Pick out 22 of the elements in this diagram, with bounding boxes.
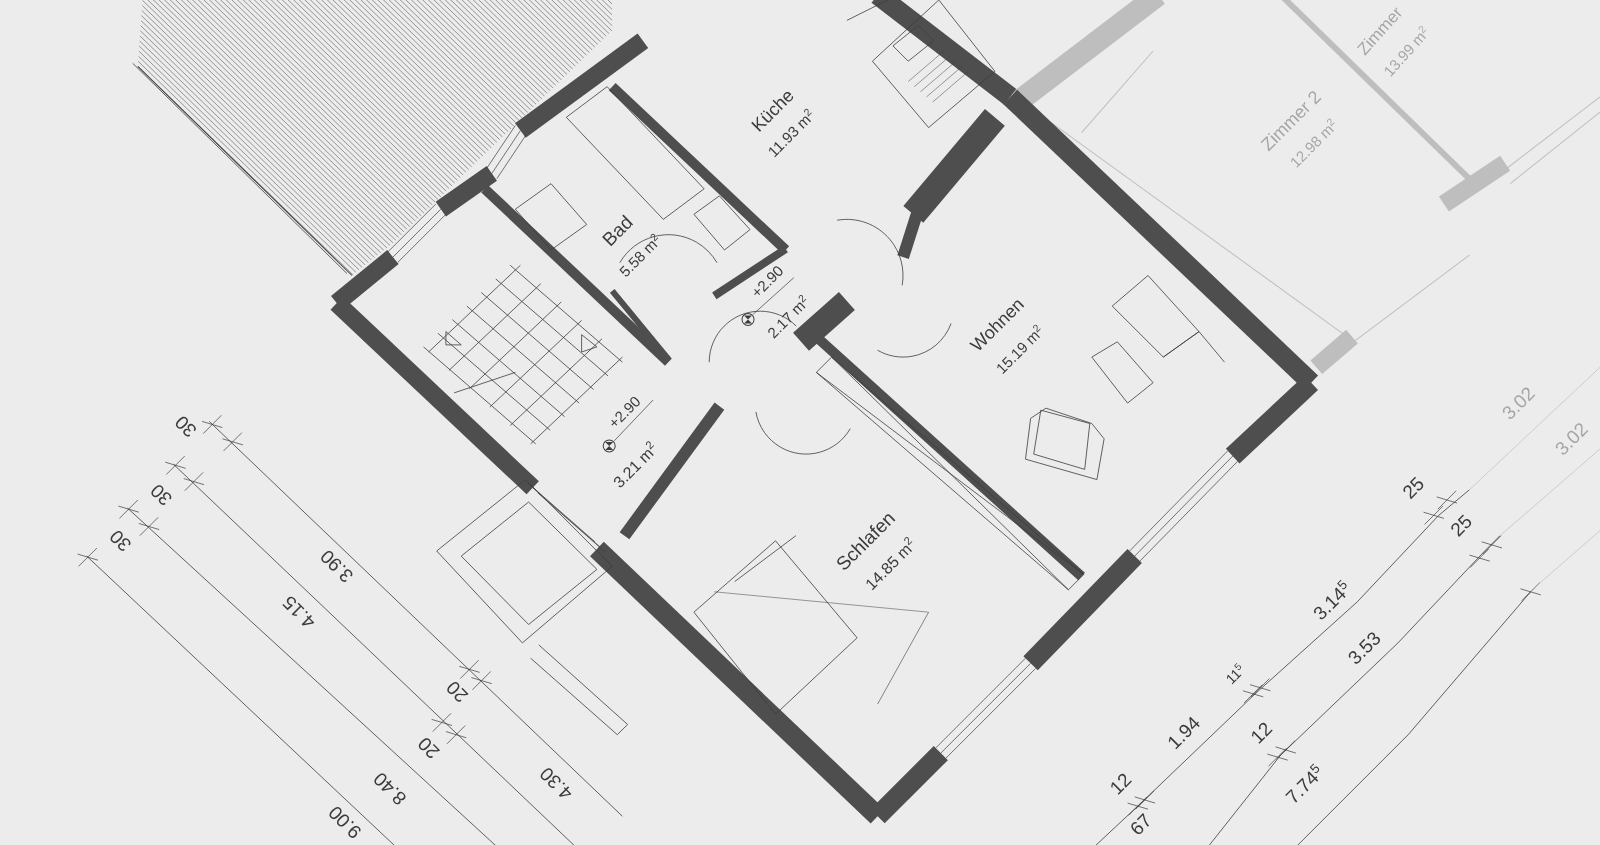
dimension-label: 1.94: [1168, 716, 1200, 750]
dimension-label: 3.90: [321, 550, 353, 582]
dimension-label: 3.53: [1348, 632, 1381, 664]
room-name: Bad: [602, 214, 634, 247]
dimension-label: 8.40: [374, 773, 406, 805]
area-label: 3.21 m$^{2}$: [613, 441, 655, 488]
dimension-label: 12: [1111, 773, 1132, 795]
dimension-label: 4.15: [282, 596, 315, 626]
dimension-label: 3.02: [1502, 387, 1536, 419]
dimension-label: 4.30: [540, 768, 572, 797]
dimension-label: 20: [418, 738, 441, 758]
dimension-label: 25: [1403, 476, 1424, 500]
dimension-label: 9.00: [329, 807, 361, 838]
dimension-label: 3.02: [1555, 423, 1589, 455]
dimension-label: 30: [151, 485, 172, 505]
dimension-label: 12: [1251, 722, 1273, 744]
dimension-label: 67: [1131, 813, 1150, 835]
dimension-label: 30: [175, 416, 196, 437]
dimension-label: 25: [1451, 514, 1472, 537]
dimension-label: 20: [447, 682, 469, 702]
dimension-label: 30: [110, 531, 131, 551]
dimension-label: 11$^{5}$: [1226, 662, 1242, 685]
